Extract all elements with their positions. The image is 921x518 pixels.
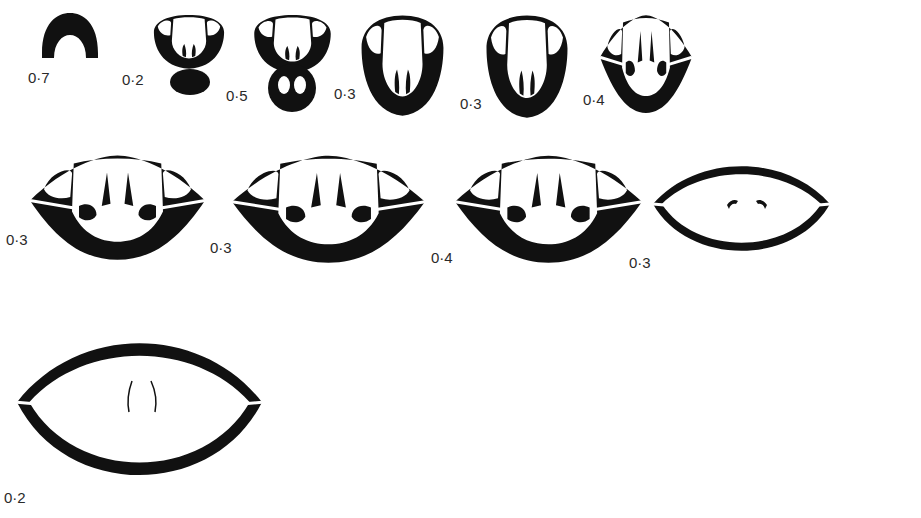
section-4 xyxy=(362,15,444,115)
section-7 xyxy=(30,156,205,260)
thickness-label: 0·3 xyxy=(6,232,28,247)
section-2 xyxy=(154,15,224,95)
section-6 xyxy=(600,15,692,113)
thickness-label: 0·3 xyxy=(629,255,651,270)
thickness-label: 0·4 xyxy=(431,250,453,265)
thickness-label: 0·5 xyxy=(226,88,248,103)
thickness-label: 0·2 xyxy=(122,72,144,87)
thickness-label: 0·3 xyxy=(334,86,356,101)
section-11 xyxy=(17,343,262,475)
section-8 xyxy=(232,156,425,263)
section-9 xyxy=(455,156,642,263)
section-1 xyxy=(42,13,98,58)
section-10 xyxy=(653,166,830,251)
thickness-label: 0·3 xyxy=(210,240,232,255)
thickness-label: 0·2 xyxy=(4,490,26,505)
thickness-label: 0·3 xyxy=(460,96,482,111)
thickness-label: 0·4 xyxy=(583,92,605,107)
thickness-label: 0·7 xyxy=(28,70,50,85)
section-3 xyxy=(254,15,331,112)
section-5 xyxy=(487,16,568,118)
